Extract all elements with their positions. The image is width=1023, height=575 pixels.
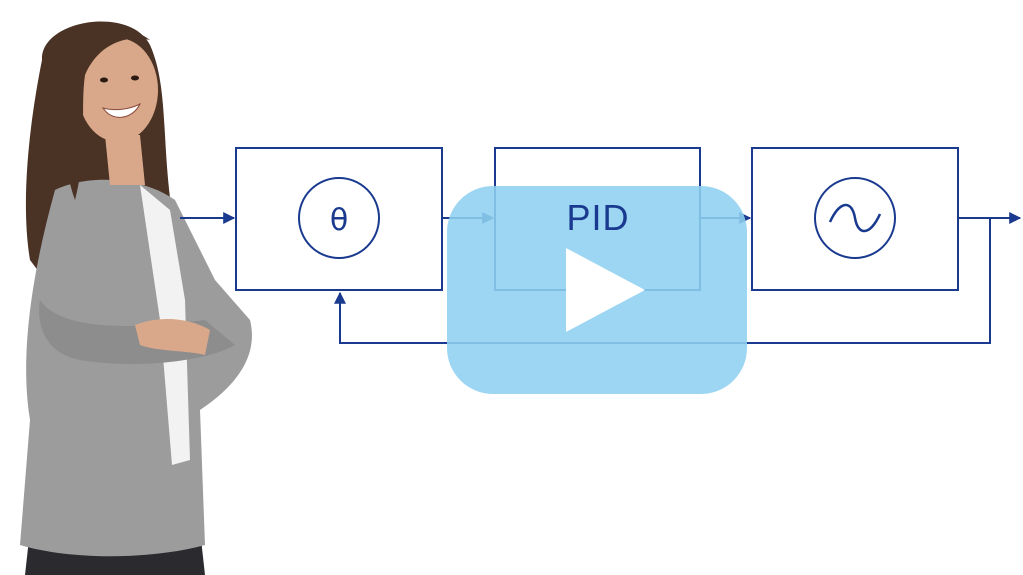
person-photo — [20, 21, 252, 575]
theta-circle-icon — [298, 177, 380, 259]
sensor-block — [235, 147, 443, 291]
sine-wave-icon — [828, 203, 882, 233]
sensor-symbol: θ — [330, 203, 348, 238]
sine-circle-icon — [814, 177, 896, 259]
play-icon[interactable] — [566, 248, 645, 332]
play-button[interactable] — [447, 186, 747, 394]
pid-label: PID — [566, 197, 629, 238]
